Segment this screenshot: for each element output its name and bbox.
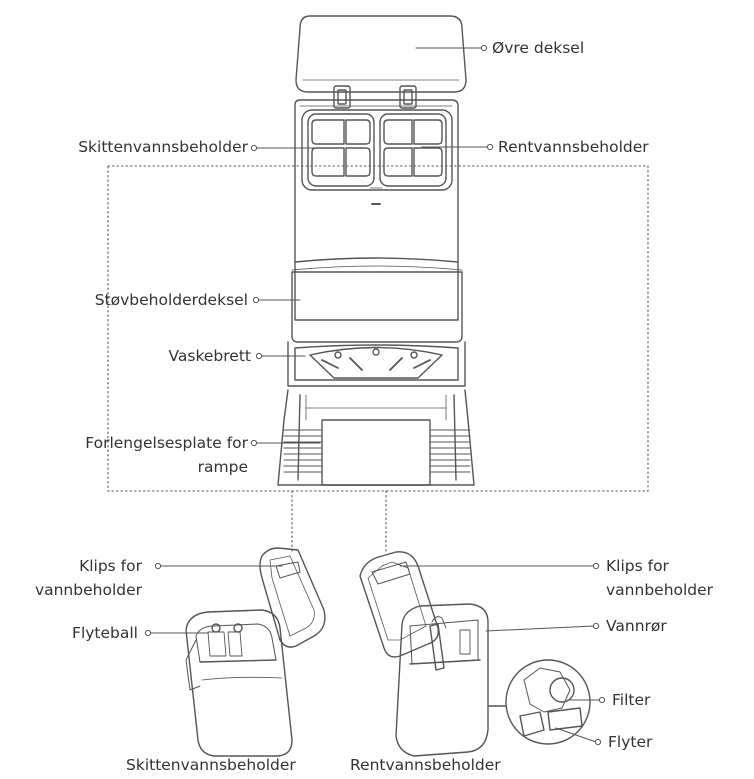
label-dirty-tank-top: Skittenvannsbeholder: [78, 138, 248, 156]
label-clip-left-1: Klips for: [79, 557, 142, 575]
label-upper-cover: Øvre deksel: [492, 39, 585, 57]
upper-cover-drawing: [295, 15, 467, 109]
label-clean-tank-bottom: Rentvannsbeholder: [350, 756, 501, 774]
clean-tank-drawing: [359, 551, 489, 757]
leader-lines: [144, 44, 606, 746]
label-clean-tank-top: Rentvannsbeholder: [498, 138, 649, 156]
label-float-ball: Flyteball: [72, 624, 138, 642]
label-water-pipe: Vannrør: [606, 617, 667, 635]
label-dust-cover: Støvbeholderdeksel: [94, 291, 248, 309]
label-filter: Filter: [612, 691, 651, 709]
label-dirty-tank-bottom: Skittenvannsbeholder: [126, 756, 296, 774]
label-clip-left-2: vannbeholder: [34, 581, 142, 599]
station-body-drawing: [291, 99, 463, 343]
label-floater: Flyter: [608, 733, 653, 751]
dirty-tank-drawing: [185, 547, 326, 757]
label-clip-right-1: Klips for: [606, 557, 669, 575]
ramp-drawing: [277, 389, 475, 486]
filter-zoom-drawing: [487, 659, 591, 745]
label-clip-right-2: vannbeholder: [606, 581, 714, 599]
label-wash-tray: Vaskebrett: [168, 347, 252, 365]
label-ramp-ext-1: Forlengelsesplate for: [85, 434, 248, 452]
wash-tray-drawing: [287, 341, 466, 387]
label-ramp-ext-2: rampe: [197, 458, 248, 476]
